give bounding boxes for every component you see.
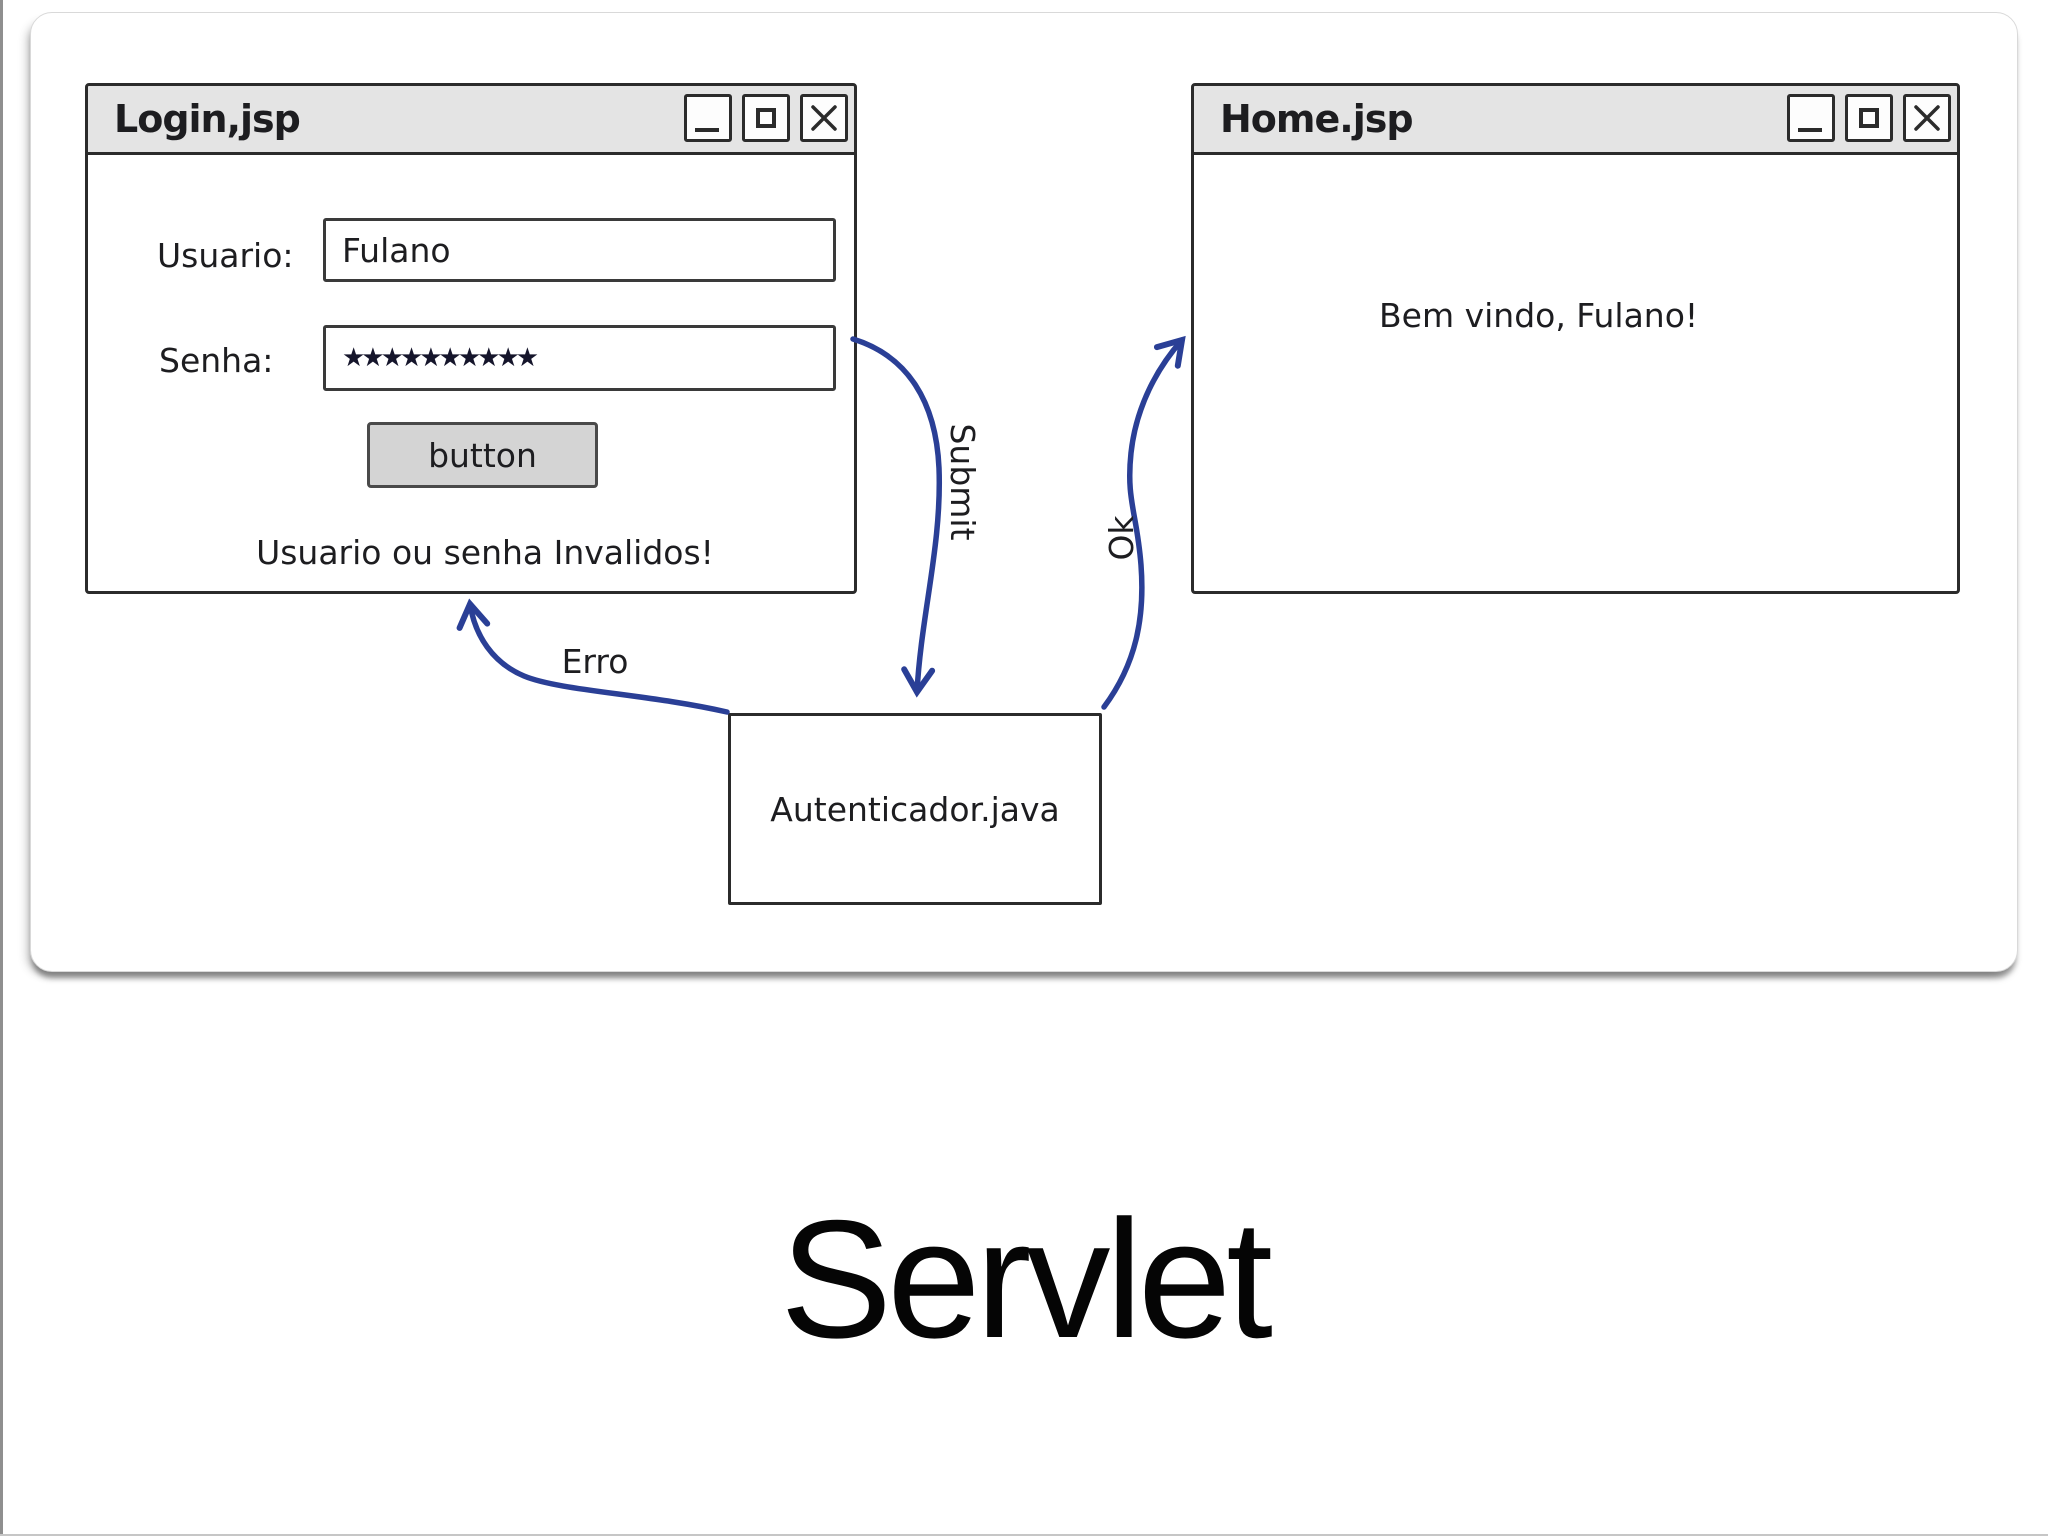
submit-arrow-label: Submit	[943, 423, 982, 541]
minimize-icon	[695, 128, 719, 132]
home-close-button[interactable]	[1903, 94, 1951, 142]
login-window: Login,jsp Usuario: Fulano Senha: ★★★★★★★…	[85, 83, 857, 594]
maximize-icon	[756, 108, 776, 128]
close-icon	[1914, 105, 1940, 131]
screen-edge-left	[0, 0, 3, 1536]
usuario-label: Usuario:	[157, 236, 294, 275]
senha-input[interactable]: ★★★★★★★★★★	[323, 325, 836, 391]
autenticador-box: Autenticador.java	[728, 713, 1102, 905]
home-titlebar: Home.jsp	[1194, 86, 1957, 155]
ok-arrow-label: Ok	[1102, 515, 1141, 561]
maximize-icon	[1859, 108, 1879, 128]
login-window-title: Login,jsp	[114, 97, 301, 141]
autenticador-label: Autenticador.java	[770, 789, 1060, 829]
login-error-message: Usuario ou senha Invalidos!	[256, 533, 714, 572]
usuario-input[interactable]: Fulano	[323, 218, 836, 282]
home-window-controls	[1787, 94, 1951, 142]
home-maximize-button[interactable]	[1845, 94, 1893, 142]
home-minimize-button[interactable]	[1787, 94, 1835, 142]
slide-title: Servlet	[780, 1185, 1273, 1373]
screen-edge-bottom	[0, 1534, 2048, 1536]
home-window-title: Home.jsp	[1220, 97, 1414, 141]
close-icon	[811, 105, 837, 131]
welcome-message: Bem vindo, Fulano!	[1379, 296, 1699, 335]
minimize-icon	[1798, 128, 1822, 132]
home-window: Home.jsp Bem vindo, Fulano!	[1191, 83, 1960, 594]
login-submit-button[interactable]: button	[367, 422, 598, 488]
login-minimize-button[interactable]	[684, 94, 732, 142]
login-window-controls	[684, 94, 848, 142]
senha-label: Senha:	[159, 341, 274, 380]
login-close-button[interactable]	[800, 94, 848, 142]
login-titlebar: Login,jsp	[88, 86, 854, 155]
login-maximize-button[interactable]	[742, 94, 790, 142]
erro-arrow-label: Erro	[561, 642, 629, 681]
